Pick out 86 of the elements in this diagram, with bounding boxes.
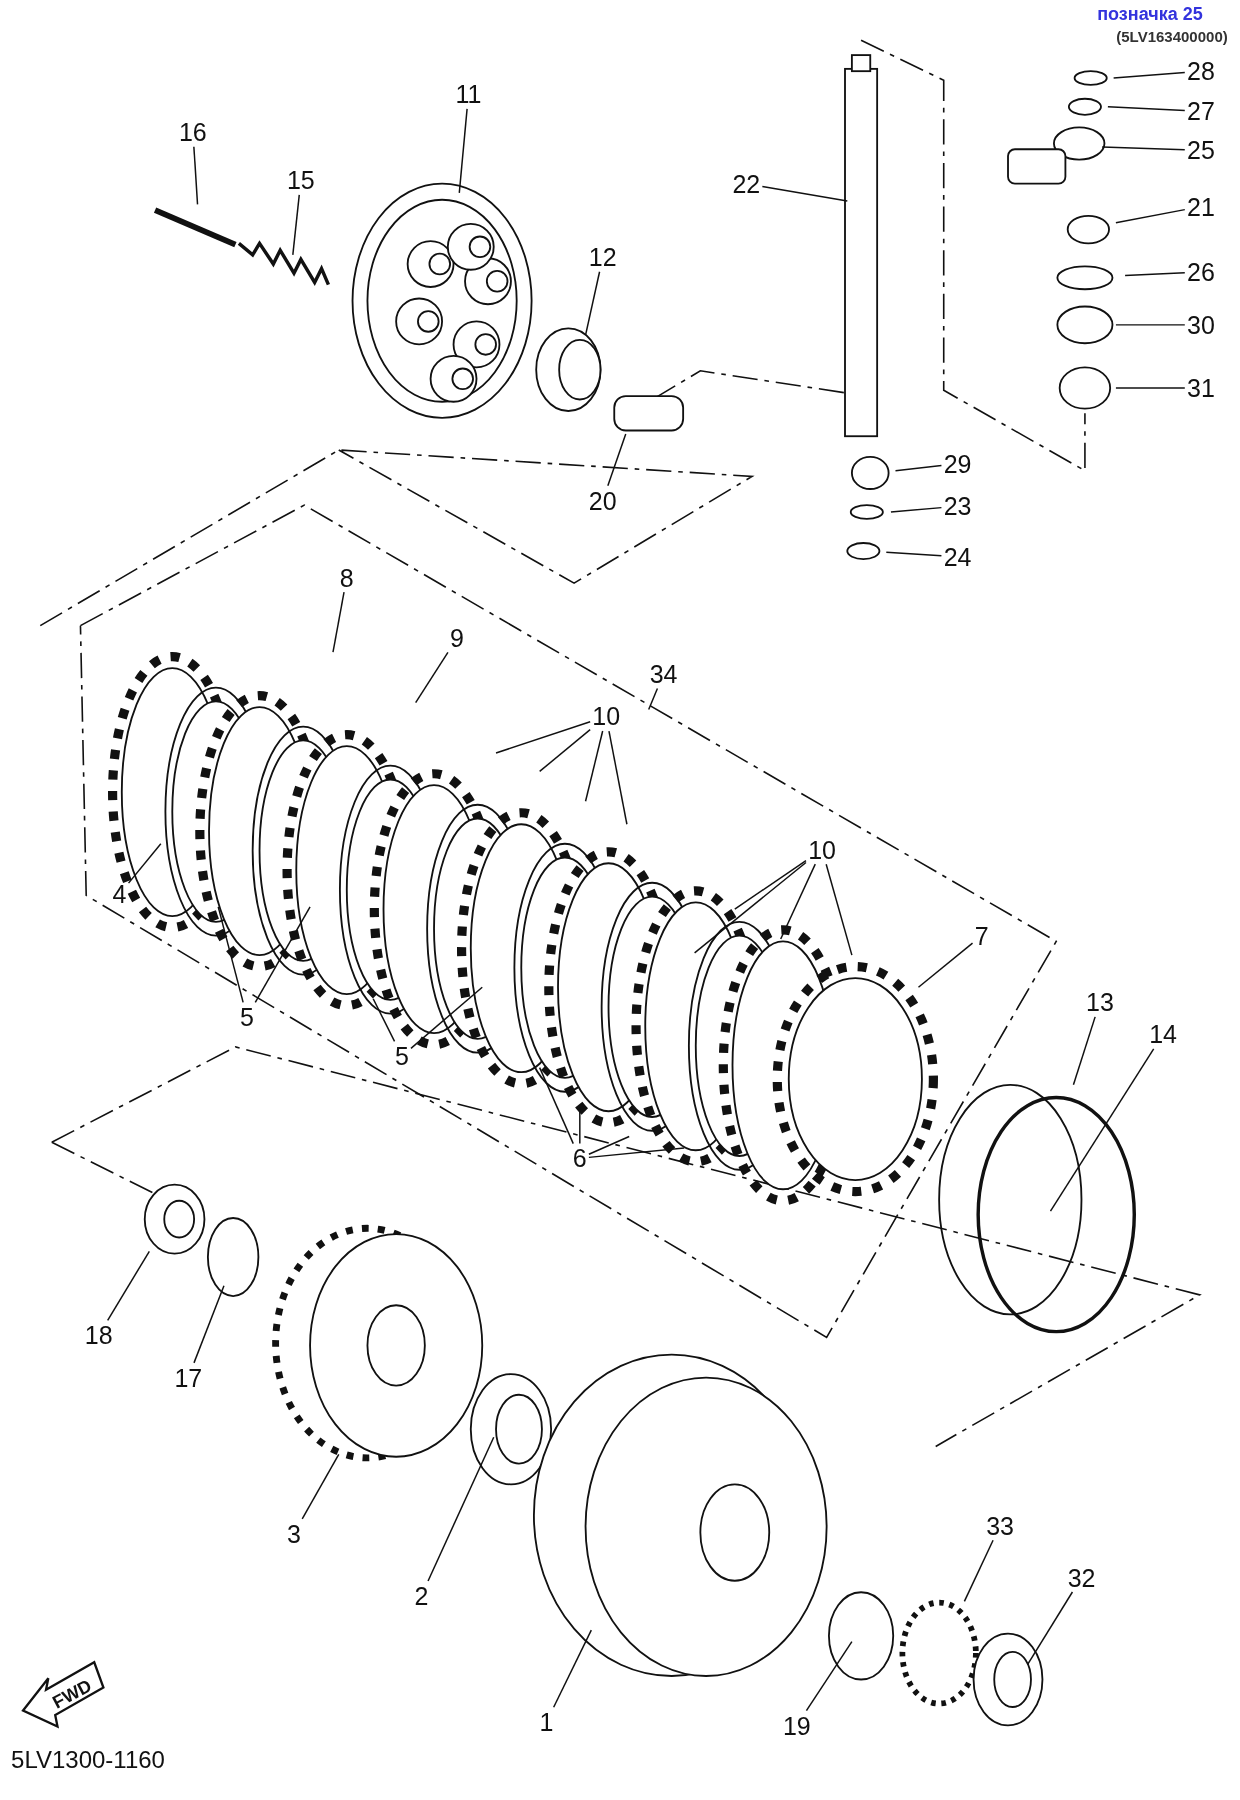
callout-number: 22: [731, 170, 762, 198]
callout-number: 4: [111, 880, 128, 908]
header-text: позначка 25: [1097, 5, 1203, 23]
callout-number: 33: [985, 1512, 1015, 1540]
callout-number: 19: [781, 1712, 812, 1740]
callout-number: 15: [285, 166, 316, 194]
leader-line: [292, 194, 300, 256]
leader-line: [458, 108, 468, 194]
leader-line: [1112, 71, 1186, 79]
callout-number: 20: [587, 487, 618, 515]
leader-line: [1115, 387, 1186, 389]
callout-number: 10: [807, 836, 837, 864]
callout-number: 27: [1186, 97, 1216, 125]
leader-line: [588, 1147, 686, 1159]
callout-number: 16: [177, 118, 208, 146]
callout-number: 28: [1186, 57, 1216, 85]
leader-line: [217, 906, 244, 1004]
leader-line: [805, 1640, 853, 1712]
leader-line: [885, 551, 943, 557]
leader-line: [372, 997, 396, 1043]
leader-line: [608, 730, 628, 825]
callout-number: 23: [942, 492, 973, 520]
leader-line: [552, 1629, 593, 1708]
leader-line: [825, 863, 853, 956]
leader-line: [127, 843, 162, 884]
leader-line: [584, 730, 604, 803]
callout-number: 5: [393, 1042, 410, 1070]
callout-number: 30: [1186, 311, 1216, 339]
leader-line: [693, 861, 807, 954]
callout-number: 8: [338, 564, 355, 591]
leader-line: [106, 1250, 151, 1322]
leader-line: [963, 1539, 994, 1603]
leader-line: [761, 185, 849, 202]
leader-line: [917, 942, 974, 988]
leader-line: [301, 1453, 340, 1520]
leader-line: [890, 506, 943, 513]
leader-line: [734, 859, 807, 910]
callout-number: 21: [1186, 193, 1216, 221]
leader-line: [647, 687, 659, 711]
callout-number: 10: [591, 702, 622, 730]
leader-line: [1101, 146, 1186, 151]
callout-number: 2: [413, 1582, 430, 1610]
callout-number: 26: [1186, 258, 1216, 286]
leader-line: [1026, 1591, 1074, 1666]
callout-number: 24: [942, 543, 973, 571]
callout-number: 32: [1066, 1564, 1097, 1592]
leader-line: [1124, 272, 1186, 277]
leader-line: [410, 986, 483, 1050]
diagram-code: 5LV1300-1160: [11, 1748, 165, 1772]
leader-line: [1115, 208, 1186, 224]
leader-line: [1107, 106, 1186, 112]
leader-line: [495, 720, 591, 754]
callout-number: 13: [1085, 988, 1115, 1016]
callout-number: 29: [942, 450, 973, 478]
leader-line: [1049, 1048, 1155, 1212]
leader-line: [332, 591, 345, 653]
callout-number: 7: [973, 922, 990, 950]
callout-number: 12: [587, 243, 618, 271]
part-number: (5LV163400000): [1116, 28, 1228, 44]
callout-number: 31: [1186, 374, 1216, 402]
leader-line: [1115, 324, 1186, 326]
callout-number: 18: [83, 1321, 114, 1349]
callout-number: 6: [571, 1144, 588, 1172]
callout-number: 14: [1148, 1020, 1178, 1048]
callout-number: 9: [449, 624, 465, 652]
callout-number: 17: [173, 1364, 204, 1392]
callout-number: 34: [648, 660, 679, 688]
leader-line: [254, 906, 311, 1004]
callout-number: 5: [238, 1003, 255, 1031]
leader-line: [538, 728, 591, 773]
callout-number: 3: [285, 1520, 302, 1548]
callout-number: 11: [454, 80, 483, 108]
direction-text: FWD: [49, 1676, 95, 1712]
leader-line: [414, 651, 449, 704]
leader-line: [538, 1066, 575, 1145]
leader-line: [779, 863, 816, 940]
leader-line: [588, 1135, 630, 1155]
leader-line: [894, 464, 943, 472]
leader-line: [193, 145, 199, 206]
callout-number: 1: [538, 1708, 555, 1736]
leader-line: [193, 1284, 225, 1364]
leader-line: [427, 1436, 495, 1582]
leader-line: [607, 433, 627, 487]
leader-line: [584, 270, 601, 336]
leader-line: [1072, 1016, 1096, 1086]
callout-number: 25: [1186, 136, 1216, 164]
